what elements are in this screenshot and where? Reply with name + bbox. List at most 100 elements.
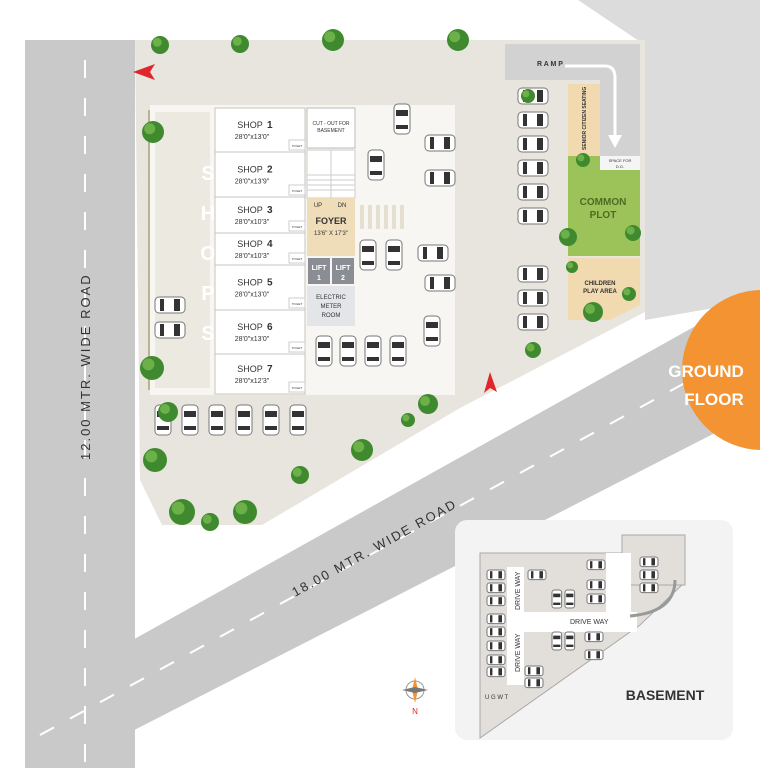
parked-car: [393, 103, 411, 135]
lift-2-number: 2: [341, 275, 345, 282]
parked-car: [339, 335, 357, 367]
parked-car: [235, 404, 253, 436]
play-label-2: PLAY AREA: [583, 289, 617, 295]
road-dash: [609, 415, 625, 425]
parked-car: [359, 239, 377, 271]
shop-size: 28'0"x10'3": [235, 253, 270, 260]
shop-number: 5: [267, 278, 273, 289]
shop-name: SHOP: [237, 205, 263, 215]
road-dash: [69, 710, 85, 720]
parked-car: [517, 207, 549, 225]
ramp-label: R A M P: [537, 61, 563, 68]
parked-car: [584, 631, 604, 643]
parked-car: [551, 589, 563, 609]
cutout-basement: [306, 107, 356, 149]
road-dash: [639, 399, 655, 409]
road-dash: [84, 516, 86, 534]
road-dash: [579, 431, 595, 442]
shops-letter: P: [201, 283, 214, 305]
parked-car: [517, 159, 549, 177]
zebra-crossing: [360, 205, 404, 229]
parked-car: [584, 649, 604, 661]
parked-car: [385, 239, 403, 271]
road-dash: [84, 212, 86, 230]
road-dash: [84, 364, 86, 382]
electric-label-1: ELECTRIC: [316, 295, 346, 301]
parked-car: [424, 134, 456, 152]
toilet-label: TOILET: [292, 189, 303, 193]
road-dash: [249, 611, 265, 622]
parked-car: [517, 183, 549, 201]
road-dash: [489, 480, 505, 491]
parked-car: [586, 593, 606, 605]
parked-car: [262, 404, 280, 436]
parked-car: [208, 404, 226, 436]
parked-car: [551, 631, 563, 651]
lift-1: [308, 258, 330, 284]
parked-car: [486, 569, 506, 581]
road-center-dashes: [39, 60, 745, 762]
lift-2-label: LIFT: [336, 265, 351, 272]
parked-car: [564, 631, 576, 651]
shop-name: SHOP: [237, 239, 263, 249]
road-dash: [84, 630, 86, 648]
children-play-area: [568, 258, 640, 320]
drive-way-horizontal: [507, 612, 637, 632]
parked-car: [517, 135, 549, 153]
basement-arrow: [629, 579, 677, 618]
road-dash: [84, 744, 86, 762]
senior-citizen-seating: [568, 84, 600, 156]
shops-letter: S: [201, 323, 214, 345]
common-plot-label-2: PLOT: [590, 210, 617, 221]
shop-number: 6: [267, 322, 273, 333]
electric-meter-room: [307, 286, 355, 326]
toilet-label: TOILET: [292, 144, 303, 148]
parked-car: [154, 321, 186, 339]
shop-name: SHOP: [237, 364, 263, 374]
road-dash: [84, 174, 86, 192]
left-road-label: 12.00 MTR. WIDE ROAD: [78, 273, 93, 460]
parked-car: [517, 265, 549, 283]
shop-number: 4: [267, 239, 273, 250]
parked-car: [517, 111, 549, 129]
road-dash: [84, 136, 86, 154]
lift-1-label: LIFT: [312, 265, 327, 272]
lift-1-number: 1: [317, 275, 321, 282]
road-dash: [84, 98, 86, 116]
toilet-label: TOILET: [292, 302, 303, 306]
drive-way-label-1: DRIVE WAY: [515, 571, 522, 610]
road-dash: [279, 595, 295, 605]
road-dash: [84, 554, 86, 572]
shops-letter: O: [200, 243, 216, 265]
foyer-size: 13'6" X 17'3": [314, 231, 348, 237]
parked-car: [639, 582, 659, 594]
compass-north: N: [412, 707, 418, 716]
lift-2: [332, 258, 354, 284]
compass-icon: N: [402, 677, 428, 716]
ugwt-label: U G W T: [485, 695, 509, 701]
road-dash: [99, 693, 115, 704]
parked-car: [524, 665, 544, 677]
shop-number: 7: [267, 364, 273, 375]
parked-car: [486, 613, 506, 625]
parked-car: [154, 296, 186, 314]
road-dash: [84, 288, 86, 306]
stair-up: UP: [314, 203, 322, 209]
electric-label-3: ROOM: [322, 313, 341, 319]
floor-label-2: FLOOR: [684, 390, 744, 409]
foyer-label: FOYER: [315, 216, 347, 226]
drive-way-label-2: DRIVE WAY: [570, 619, 609, 626]
stair-treads: [307, 150, 355, 198]
shops-letter: H: [201, 203, 215, 225]
parked-car: [486, 582, 506, 594]
common-plot-right: [600, 170, 640, 256]
shops-hatch: [155, 112, 210, 388]
toilet-label: TOILET: [292, 225, 303, 229]
road-dash: [519, 464, 535, 474]
road-dash: [429, 513, 445, 524]
senior-seating-label: SENIOR CITIZEN SEATING: [582, 87, 588, 150]
road-dash: [84, 668, 86, 686]
